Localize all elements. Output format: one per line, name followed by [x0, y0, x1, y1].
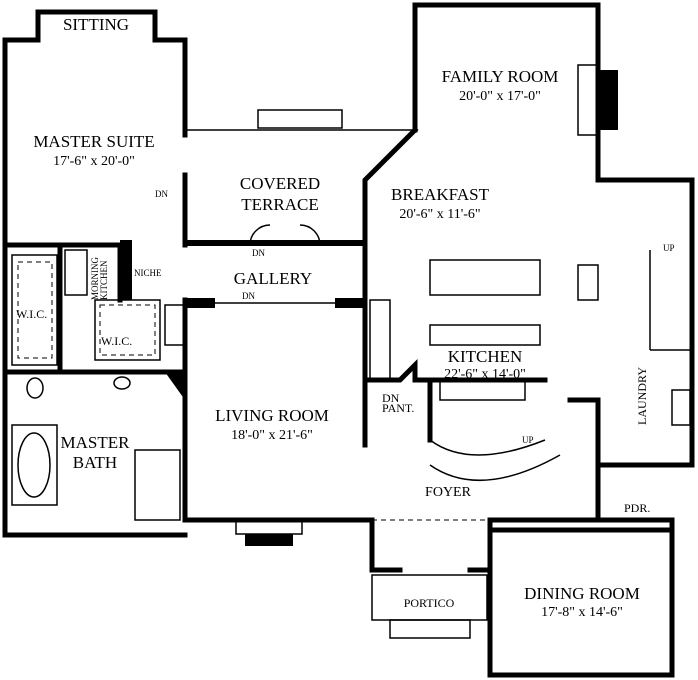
label-pantry: PANT.	[382, 401, 414, 415]
label-kitchen: KITCHEN	[448, 347, 523, 366]
foyer-dining-walls	[362, 517, 675, 678]
label-foyer: FOYER	[425, 485, 472, 500]
label-master-bath-2: BATH	[73, 453, 117, 472]
dn-foyer: DN	[382, 391, 400, 405]
terrace-gallery-walls	[185, 109, 415, 308]
label-covered-terrace-2: TERRACE	[241, 195, 318, 214]
label-family-room: FAMILY ROOM	[442, 67, 559, 86]
label-master-bath-1: MASTER	[61, 433, 131, 452]
label-sitting: SITTING	[63, 15, 129, 34]
dn-gallery: DN	[242, 291, 255, 301]
label-niche: NICHE	[134, 268, 162, 278]
label-powder: PDR.	[624, 501, 650, 515]
laundry-walls	[577, 177, 695, 533]
label-master-suite: MASTER SUITE	[33, 132, 154, 151]
label-covered-terrace-1: COVERED	[240, 174, 320, 193]
dim-living-room: 18'-0" x 21'-6"	[231, 428, 313, 443]
dn-terrace: DN	[252, 248, 265, 258]
label-morning-kitchen: KITCHEN	[99, 260, 109, 300]
label-gallery: GALLERY	[234, 269, 312, 288]
up-laundry: UP	[663, 243, 675, 253]
label-living-room: LIVING ROOM	[215, 406, 329, 425]
up-stair: UP	[522, 435, 534, 445]
label-portico: PORTICO	[404, 596, 455, 610]
dim-master-suite: 17'-6" x 20'-0"	[53, 154, 135, 169]
dn-master: DN	[155, 189, 168, 199]
living-room-walls	[164, 297, 368, 546]
family-kitchen-walls	[362, 2, 618, 482]
dim-kitchen: 22'-6" x 14'-0"	[444, 367, 526, 382]
label-morning: MORNING	[90, 256, 100, 300]
label-wic-2: W.I.C.	[101, 334, 132, 348]
label-wic-1: W.I.C.	[16, 307, 47, 321]
label-laundry: LAUNDRY	[635, 367, 649, 425]
master-suite-walls	[2, 9, 188, 538]
dim-family-room: 20'-0" x 17'-0"	[459, 89, 541, 104]
dim-breakfast: 20'-6" x 11'-6"	[399, 207, 480, 222]
label-breakfast: BREAKFAST	[391, 185, 490, 204]
label-dining-room: DINING ROOM	[524, 584, 640, 603]
dim-dining-room: 17'-8" x 14'-6"	[541, 605, 623, 620]
